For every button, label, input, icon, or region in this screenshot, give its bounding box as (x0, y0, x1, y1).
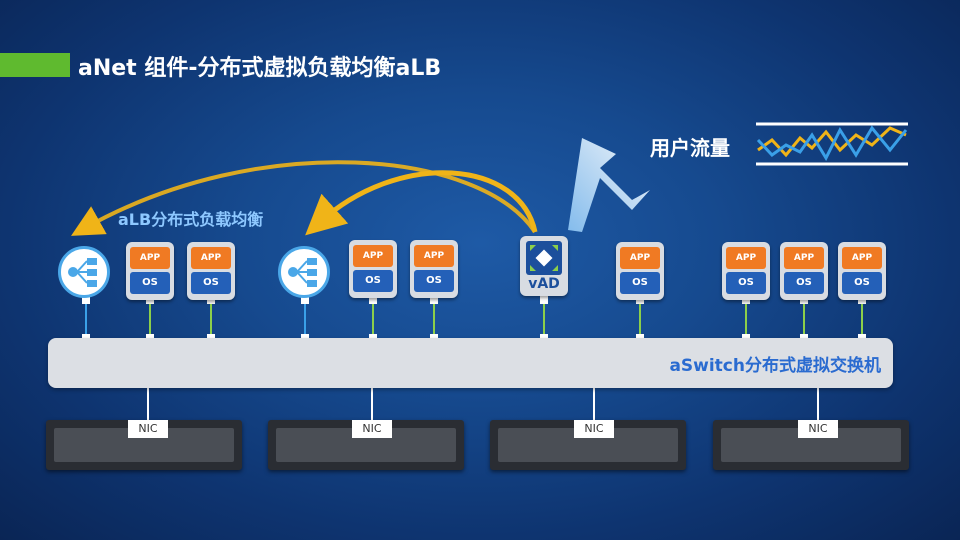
app-label: APP (353, 245, 393, 267)
aswitch-bar: aSwitch分布式虚拟交换机 (48, 338, 893, 388)
app-label: APP (414, 245, 454, 267)
incoming-traffic-arrow (568, 138, 650, 232)
distribution-arrow-right (305, 170, 538, 236)
nic-label: NIC (128, 420, 168, 438)
vad-appliance: vAD (520, 236, 568, 296)
app-label: APP (191, 247, 231, 269)
vm-instance: APP OS (126, 242, 174, 300)
os-label: OS (842, 272, 882, 294)
traffic-label: 用户流量 (650, 136, 730, 160)
os-label: OS (414, 270, 454, 292)
vm-instance: APP OS (187, 242, 235, 300)
os-label: OS (191, 272, 231, 294)
os-label: OS (726, 272, 766, 294)
alb-caption: aLB分布式负载均衡 (118, 210, 264, 229)
os-label: OS (620, 272, 660, 294)
app-label: APP (726, 247, 766, 269)
nic-label: NIC (798, 420, 838, 438)
vm-instance: APP OS (410, 240, 458, 298)
distribution-arrow-left (71, 160, 537, 236)
os-label: OS (784, 272, 824, 294)
traffic-chart-icon (756, 122, 908, 166)
aswitch-label: aSwitch分布式虚拟交换机 (669, 356, 881, 376)
vm-instance: APP OS (780, 242, 828, 300)
load-balancer-icon (278, 246, 330, 298)
vad-icon (526, 241, 562, 275)
vm-instance: APP OS (616, 242, 664, 300)
load-balancer-icon (58, 246, 110, 298)
vad-label: vAD (528, 276, 560, 292)
vm-instance: APP OS (838, 242, 886, 300)
nic-label: NIC (574, 420, 614, 438)
vm-instance: APP OS (722, 242, 770, 300)
page-title: aNet 组件-分布式虚拟负载均衡aLB (78, 56, 442, 81)
os-label: OS (130, 272, 170, 294)
vm-instance: APP OS (349, 240, 397, 298)
app-label: APP (784, 247, 824, 269)
title-accent-bar (0, 53, 70, 77)
app-label: APP (842, 247, 882, 269)
physical-server (490, 420, 686, 470)
os-label: OS (353, 270, 393, 292)
nic-label: NIC (352, 420, 392, 438)
app-label: APP (130, 247, 170, 269)
app-label: APP (620, 247, 660, 269)
